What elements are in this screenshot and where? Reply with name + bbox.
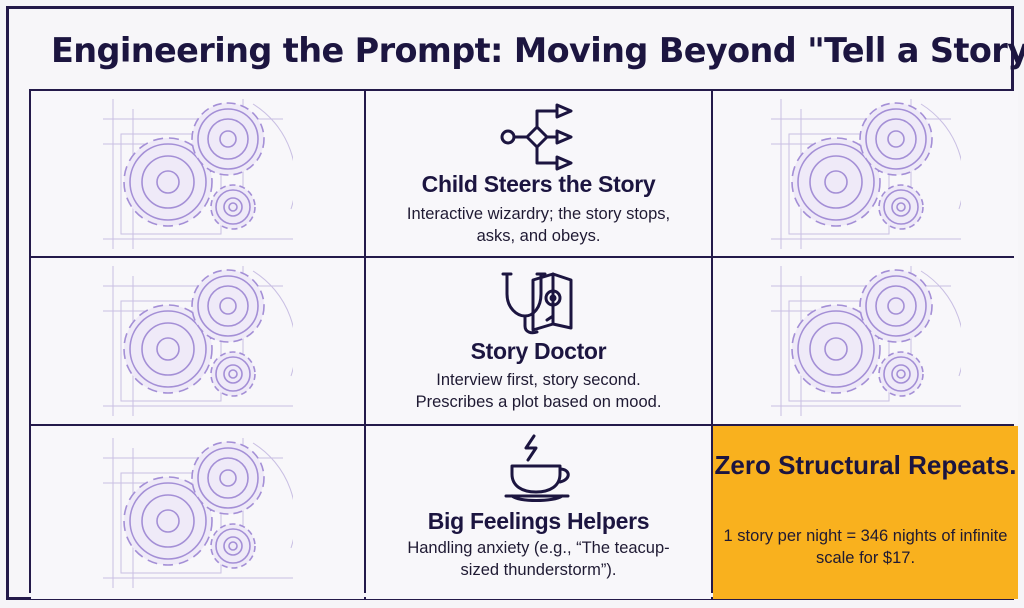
callout-description: 1 story per night = 346 nights of infini… — [723, 527, 1008, 567]
teacup-storm-icon — [504, 434, 570, 502]
gear-illustration-3 — [31, 258, 364, 424]
gear-illustration-1 — [31, 91, 364, 256]
page-title: Engineering the Prompt: Moving Beyond "T… — [51, 31, 1024, 70]
gear-illustration-2 — [713, 91, 1018, 256]
gear-illustration-5 — [31, 426, 364, 599]
card-big-feelings: Big Feelings Helpers Handling anxiety (e… — [366, 426, 711, 599]
callout-heading: Zero Structural Repeats. — [714, 450, 1017, 480]
gear-illustration-4 — [713, 258, 1018, 424]
card-child-steers: Child Steers the Story Interactive wizar… — [366, 91, 711, 256]
gears-blueprint-icon — [771, 266, 961, 416]
card-description: Interactive wizardry; the story stops, a… — [406, 205, 671, 245]
callout-zero-repeats: Zero Structural Repeats. 1 story per nig… — [713, 426, 1018, 599]
card-story-doctor: Story Doctor Interview first, story seco… — [366, 258, 711, 424]
slide-frame: Engineering the Prompt: Moving Beyond "T… — [6, 6, 1024, 600]
card-heading: Big Feelings Helpers — [427, 508, 650, 534]
card-description: Handling anxiety (e.g., “The teacup-size… — [407, 539, 670, 579]
branching-flow-icon — [500, 103, 572, 171]
stethoscope-book-icon — [501, 272, 572, 335]
content-grid: Child Steers the Story Interactive wizar… — [29, 89, 1018, 599]
card-description: Interview first, story second. Prescribe… — [415, 371, 662, 411]
card-heading: Story Doctor — [470, 338, 607, 364]
gears-blueprint-icon — [103, 438, 293, 588]
card-heading: Child Steers the Story — [421, 171, 656, 197]
gears-blueprint-icon — [771, 99, 961, 249]
gears-blueprint-icon — [103, 99, 293, 249]
gears-blueprint-icon — [103, 266, 293, 416]
